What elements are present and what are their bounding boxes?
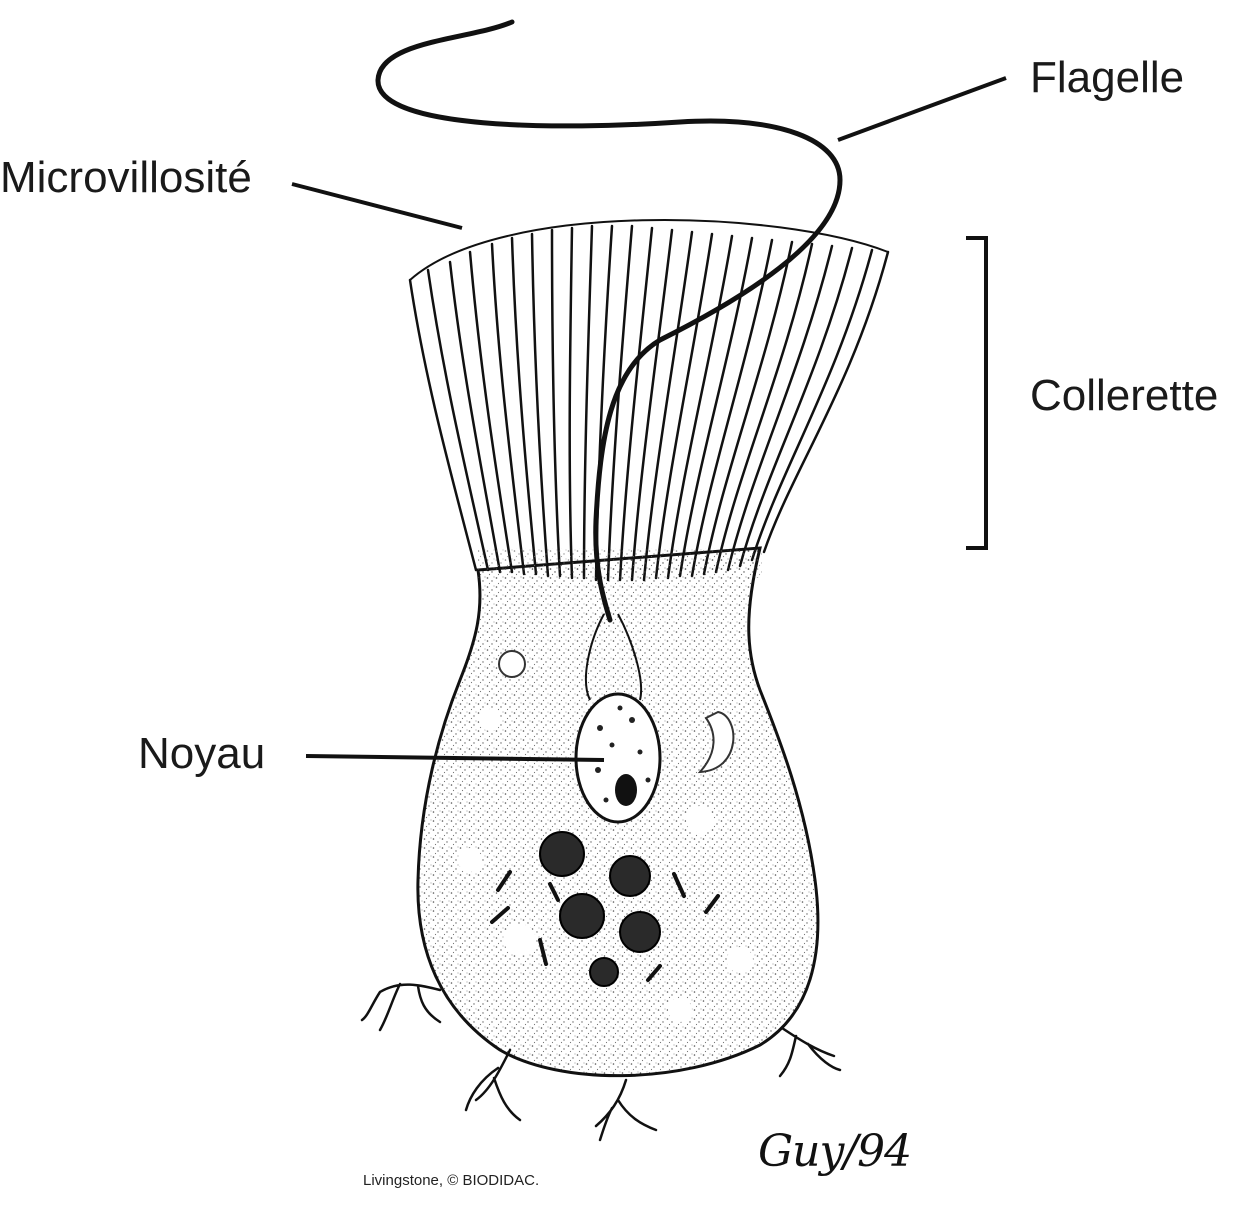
basal-cone — [584, 613, 642, 701]
flagellum — [375, 19, 843, 623]
artist-signature: Guy/94 — [758, 1126, 912, 1177]
label-noyau: Noyau — [138, 729, 266, 778]
mitochondria — [490, 870, 720, 982]
leader-noyau — [305, 754, 605, 762]
pseudopodia — [360, 982, 842, 1142]
collerette-bracket — [966, 236, 988, 550]
leader-lines — [291, 76, 1007, 762]
label-flagelle: Flagelle — [1030, 53, 1185, 102]
vacuoles — [458, 650, 753, 1022]
collar-rim — [409, 219, 889, 281]
leader-flagelle — [837, 76, 1007, 142]
label-microvillosite: Microvillosité — [0, 153, 252, 202]
label-collerette: Collerette — [1030, 371, 1219, 420]
collar-microvilli — [408, 224, 890, 582]
leader-microvillosite — [291, 182, 463, 230]
credit-text: Livingstone, © BIODIDAC. — [363, 1172, 540, 1189]
food-vacuoles — [539, 831, 661, 987]
collar-base — [478, 548, 762, 578]
